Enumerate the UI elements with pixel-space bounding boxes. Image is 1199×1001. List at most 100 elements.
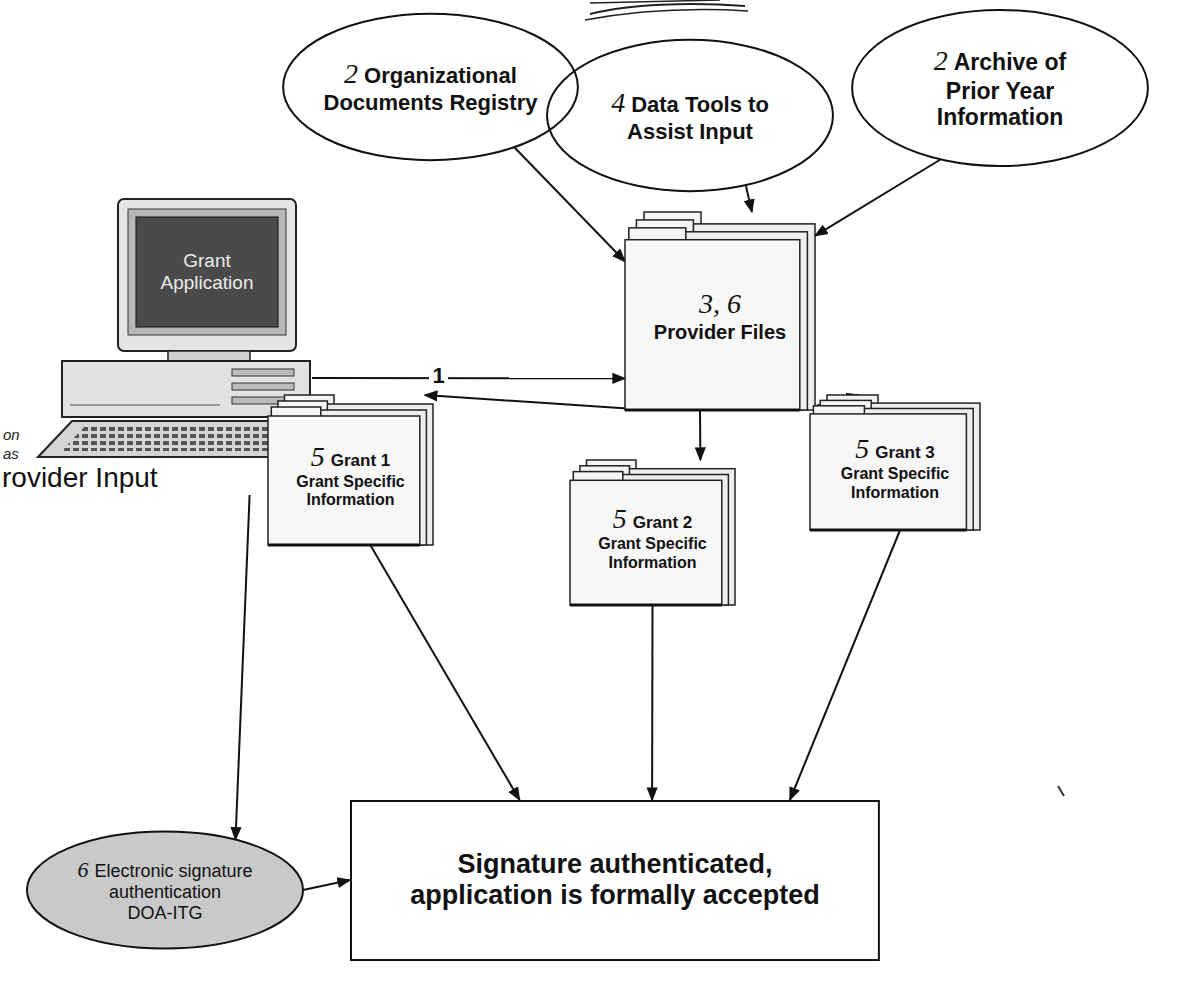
- node-text: Grant Specific Information: [825, 465, 965, 502]
- node-content: 5 Grant 2 Grant Specific Information: [570, 460, 735, 605]
- connector-arrow: [236, 495, 250, 840]
- cut-off-note: as: [3, 445, 19, 462]
- connector-arrow: [514, 147, 625, 261]
- node-text: Grant 1: [331, 451, 391, 470]
- node-text: Grant Specific Information: [583, 535, 723, 572]
- scribble: [585, 10, 748, 20]
- callout-number: 4: [611, 87, 625, 118]
- node-text-group: 3, 6Provider Files: [654, 288, 786, 343]
- screen-text-area: Grant Application: [138, 219, 276, 325]
- grant-folder: 5 Grant 2 Grant Specific Information: [570, 460, 735, 605]
- ellipse-outline: [283, 14, 578, 160]
- connector-arrow: [425, 395, 650, 410]
- node-first-line: 5 Grant 2: [613, 503, 693, 535]
- connector-arrow: [370, 545, 519, 800]
- scribble: [590, 0, 720, 3]
- connector-arrow: [699, 410, 701, 460]
- node-first-line: 5 Grant 1: [311, 441, 391, 473]
- node-text-group: 6Electronic signature authenticationDOA-…: [70, 857, 260, 924]
- folder-outline: [810, 395, 980, 530]
- callout-number: 2: [344, 58, 358, 89]
- folder-sheet: [625, 240, 800, 410]
- connector-arrow: [651, 605, 653, 800]
- folder-sheet: [268, 416, 420, 545]
- callout-number: 5: [855, 433, 869, 464]
- connector-arrow: [815, 160, 940, 236]
- node-text-group: 5 Grant 1 Grant Specific Information: [281, 441, 421, 510]
- callout-number: 5: [311, 441, 325, 472]
- node-first-line: 4Data Tools to Assist Input: [608, 87, 773, 144]
- node-text-group: 5 Grant 2 Grant Specific Information: [583, 503, 723, 572]
- cut-off-note: on: [3, 426, 20, 443]
- keyboard: [38, 421, 302, 457]
- connector-arrow: [790, 530, 900, 800]
- computer-caption: rovider Input: [2, 462, 158, 494]
- node-text-group: 5 Grant 3 Grant Specific Information: [825, 433, 965, 502]
- node-first-line: 2Archive of Prior Year Information: [915, 45, 1085, 130]
- monitor-case: [118, 199, 296, 351]
- node-content: 6Electronic signature authenticationDOA-…: [25, 830, 305, 950]
- node-content: 3, 6Provider Files: [625, 212, 815, 410]
- node-text: 3, 6: [699, 288, 741, 320]
- node-text-group: 2Archive of Prior Year Information: [915, 45, 1085, 130]
- folder-shadow: [810, 529, 966, 532]
- monitor-bezel: [128, 209, 286, 335]
- callout-number: 6: [77, 857, 88, 882]
- drive-slot: [232, 369, 294, 376]
- edge-label: 1: [429, 365, 447, 387]
- scribble: [590, 4, 745, 14]
- folder-shadow: [570, 604, 722, 607]
- provider-computer: Grant Application rovider Input: [0, 195, 312, 495]
- grant-folder: 5 Grant 3 Grant Specific Information: [810, 395, 980, 530]
- node-first-line: 6Electronic signature authentication: [70, 857, 260, 903]
- node-content: 2Organizational Documents Registry: [281, 12, 580, 162]
- folder-outline: [570, 460, 735, 605]
- node-text: Archive of Prior Year Information: [937, 49, 1066, 130]
- monitor-neck: [168, 351, 250, 361]
- node-text: Provider Files: [654, 321, 786, 344]
- folder-outline: [268, 395, 433, 545]
- ellipse-outline: [852, 10, 1148, 166]
- box-outline: [351, 801, 879, 960]
- node-content: 2Archive of Prior Year Information: [850, 8, 1150, 168]
- node-text: Data Tools to Assist Input: [627, 92, 769, 144]
- tools-ellipse: 4Data Tools to Assist Input: [545, 38, 835, 193]
- folder-shadow: [268, 544, 420, 547]
- folder-sheet: [810, 414, 966, 530]
- provider-files-folder: 3, 6Provider Files: [625, 212, 815, 410]
- callout-number: 5: [613, 503, 627, 534]
- node-text-group: 4Data Tools to Assist Input: [608, 87, 773, 144]
- registry-ellipse: 2Organizational Documents Registry: [281, 12, 580, 162]
- screen: [136, 217, 278, 327]
- node-text: Signature authenticated, application is …: [390, 849, 840, 911]
- node-text-group: 2Organizational Documents Registry: [323, 58, 538, 115]
- cpu-line: [70, 405, 220, 406]
- ellipse-outline: [547, 40, 833, 191]
- node-text: Grant Specific Information: [281, 473, 421, 510]
- accepted-box: Signature authenticated, application is …: [350, 800, 880, 960]
- connector-arrow: [746, 185, 752, 212]
- node-text: DOA-ITG: [128, 903, 203, 924]
- archive-ellipse: 2Archive of Prior Year Information: [850, 8, 1150, 168]
- callout-number: 2: [934, 45, 948, 76]
- node-content: Signature authenticated, application is …: [350, 800, 880, 960]
- signature-ellipse: 6Electronic signature authenticationDOA-…: [25, 830, 305, 950]
- drive-slot: [232, 383, 294, 390]
- connector-arrow: [303, 880, 350, 890]
- node-text: Grant Application: [138, 250, 276, 294]
- folder-sheet: [570, 480, 722, 605]
- computer-illustration: [0, 195, 312, 495]
- ellipse-outline: [27, 831, 303, 948]
- node-text: Grant 3: [875, 443, 935, 462]
- node-content: 5 Grant 3 Grant Specific Information: [810, 395, 980, 530]
- node-first-line: 5 Grant 3: [855, 433, 935, 465]
- node-content: 5 Grant 1 Grant Specific Information: [268, 395, 433, 545]
- node-text: Grant 2: [633, 513, 693, 532]
- node-text: Electronic signature authentication: [94, 861, 252, 902]
- node-content: 4Data Tools to Assist Input: [545, 38, 835, 193]
- keys: [62, 427, 292, 451]
- node-first-line: 2Organizational Documents Registry: [323, 58, 538, 115]
- folder-shadow: [625, 409, 800, 412]
- node-text-group: Signature authenticated, application is …: [390, 849, 840, 911]
- stray-mark: [1058, 786, 1064, 796]
